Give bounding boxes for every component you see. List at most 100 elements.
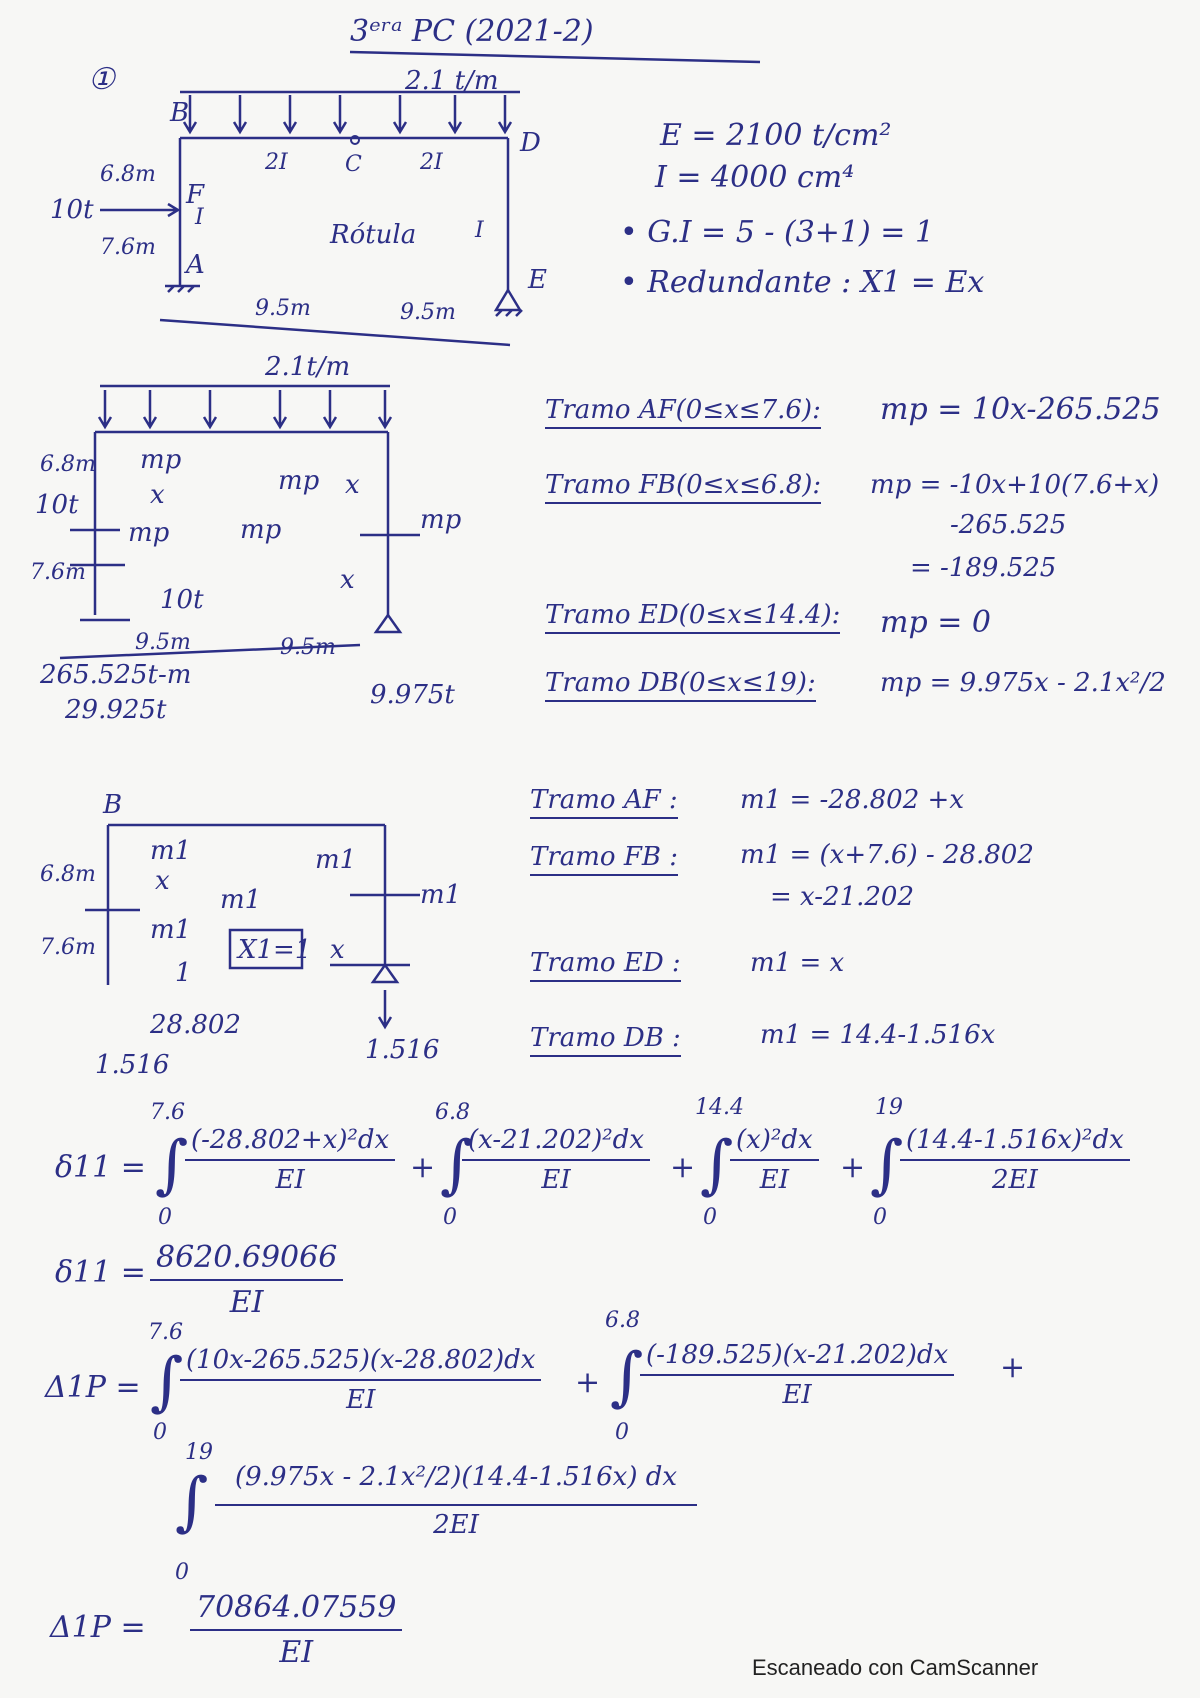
integral-sign: ∫ xyxy=(150,1345,184,1419)
delta1p-t1-upper: 7.6 xyxy=(148,1320,183,1345)
tramo-m1-fb-eq2: = x-21.202 xyxy=(770,882,915,912)
tramo-mp-db-eq: mp = 9.975x - 2.1x²/2 xyxy=(880,668,1166,698)
delta11-t4-num: (14.4-1.516x)²dx xyxy=(900,1125,1130,1161)
delta1p-t1-lower: 0 xyxy=(153,1420,167,1445)
d3-x1-box xyxy=(228,928,304,970)
d1-load-arrows xyxy=(182,95,513,135)
delta11-t3-num: (x)²dx xyxy=(730,1125,819,1161)
d3-m1-lower: m1 xyxy=(150,915,192,945)
integral-sign: ∫ xyxy=(700,1128,734,1202)
plus-sign: + xyxy=(670,1150,696,1185)
tramo-mp-db-label: Tramo DB(0≤x≤19): xyxy=(545,668,816,702)
tramo-mp-fb-eq2: -265.525 xyxy=(950,510,1067,540)
d1-force: 10t xyxy=(50,195,94,225)
delta11-t4-upper: 19 xyxy=(875,1095,903,1120)
d3-dim-lower: 7.6m xyxy=(40,935,96,960)
prop-e: E = 2100 t/cm² xyxy=(660,118,892,153)
plus-sign: + xyxy=(1000,1350,1026,1385)
delta1p-lhs: Δ1P = xyxy=(45,1370,141,1405)
d1-span-right: 9.5m xyxy=(400,300,456,325)
d2-force-right: 10t xyxy=(160,585,204,615)
delta1p-t3-fraction: (9.975x - 2.1x²/2)(14.4-1.516x) dx 2EI xyxy=(215,1462,698,1540)
d2-x-beam: x xyxy=(345,470,360,500)
d1-fixed-support xyxy=(165,284,200,293)
d2-mp-beam: mp xyxy=(278,466,320,496)
d3-reaction-right: 1.516 xyxy=(365,1035,440,1065)
d1-load-label: 2.1 t/m xyxy=(405,66,499,96)
tramo-mp-ed-label: Tramo ED(0≤x≤14.4): xyxy=(545,600,841,634)
d1-pin-support xyxy=(493,287,523,317)
delta11-t4-fraction: (14.4-1.516x)²dx 2EI xyxy=(900,1125,1130,1195)
delta1p-result: 70864.07559 EI xyxy=(190,1590,403,1670)
d3-m1-right: m1 xyxy=(420,880,462,910)
d3-tag: m1 xyxy=(220,885,262,915)
delta11-t3-den: EI xyxy=(759,1165,789,1195)
delta1p-result-num: 70864.07559 xyxy=(190,1590,403,1631)
tramo-m1-db-eq: m1 = 14.4-1.516x xyxy=(760,1020,996,1050)
delta1p-result-den: EI xyxy=(279,1635,314,1670)
integral-sign: ∫ xyxy=(155,1128,189,1202)
delta11-t3-fraction: (x)²dx EI xyxy=(730,1125,819,1195)
delta1p-result-lhs: Δ1P = xyxy=(50,1610,146,1645)
delta11-t1-den: EI xyxy=(275,1165,305,1195)
tramo-m1-af-label: Tramo AF : xyxy=(530,785,678,819)
problem-number: ① xyxy=(88,62,115,97)
plus-sign: + xyxy=(410,1150,436,1185)
delta11-t4-den: 2EI xyxy=(992,1165,1038,1195)
d1-force-arrow xyxy=(100,202,181,218)
d3-cut-right xyxy=(330,893,420,967)
d2-reaction-right: 9.975t xyxy=(370,680,455,710)
d1-inertia-col-left: I xyxy=(195,205,204,230)
delta11-result: 8620.69066 EI xyxy=(150,1240,344,1320)
integral-sign: ∫ xyxy=(610,1340,644,1414)
delta1p-t1-fraction: (10x-265.525)(x-28.802)dx EI xyxy=(180,1345,542,1415)
tramo-mp-fb-eq3: = -189.525 xyxy=(910,553,1057,583)
prop-redundant: • Redundante : X1 = Ex xyxy=(620,265,985,300)
page-title: 3ᵉʳᵃ PC (2021-2) xyxy=(350,14,594,49)
d2-x-upper: x xyxy=(150,480,165,510)
delta11-t3-lower: 0 xyxy=(703,1205,717,1230)
d1-node-a: A xyxy=(186,250,205,280)
d2-mp-lower: mp xyxy=(128,518,170,548)
prop-i: I = 4000 cm⁴ xyxy=(655,160,855,195)
d2-x-right: x xyxy=(340,565,355,595)
delta11-t1-upper: 7.6 xyxy=(150,1100,185,1125)
d1-node-b: B xyxy=(170,98,190,128)
delta11-t2-den: EI xyxy=(541,1165,571,1195)
delta11-t4-lower: 0 xyxy=(873,1205,887,1230)
delta1p-t3-lower: 0 xyxy=(175,1560,189,1585)
d2-moment: 265.525t-m xyxy=(40,660,192,690)
delta1p-t2-fraction: (-189.525)(x-21.202)dx EI xyxy=(640,1340,955,1410)
tramo-m1-af-eq: m1 = -28.802 +x xyxy=(740,785,964,815)
delta11-lhs: δ11 = xyxy=(55,1150,146,1185)
d2-reaction-left: 29.925t xyxy=(65,695,167,725)
d2-span-right: 9.5m xyxy=(280,635,336,660)
d2-mp-right: mp xyxy=(420,505,462,535)
d3-node-b: B xyxy=(103,790,123,820)
d2-force-left: 10t xyxy=(35,490,79,520)
tramo-m1-db-label: Tramo DB : xyxy=(530,1023,681,1057)
delta11-result-lhs: δ11 = xyxy=(55,1255,146,1290)
d3-x-right: x xyxy=(330,935,345,965)
d1-node-c: C xyxy=(345,152,362,177)
tramo-mp-fb-eq: mp = -10x+10(7.6+x) xyxy=(870,470,1160,500)
d1-inertia-left-beam: 2I xyxy=(265,150,288,175)
d2-tag: mp xyxy=(240,515,282,545)
tramo-mp-fb-label: Tramo FB(0≤x≤6.8): xyxy=(545,470,822,504)
d1-hinge xyxy=(350,135,360,145)
delta11-result-den: EI xyxy=(229,1285,264,1320)
d1-span-left: 9.5m xyxy=(255,296,311,321)
d2-pin-support xyxy=(373,612,403,634)
delta11-t2-fraction: (x-21.202)²dx EI xyxy=(462,1125,650,1195)
d2-dim-lower: 7.6m xyxy=(30,560,86,585)
d3-m1-beam: m1 xyxy=(315,845,357,875)
d3-reaction-left: 1.516 xyxy=(95,1050,170,1080)
d3-reaction-arrow xyxy=(377,990,393,1030)
title-underline xyxy=(349,50,761,64)
d3-pin-support xyxy=(370,962,400,984)
d3-x-upper: x xyxy=(155,866,170,896)
integral-sign: ∫ xyxy=(440,1128,474,1202)
d1-node-d: D xyxy=(520,128,541,158)
